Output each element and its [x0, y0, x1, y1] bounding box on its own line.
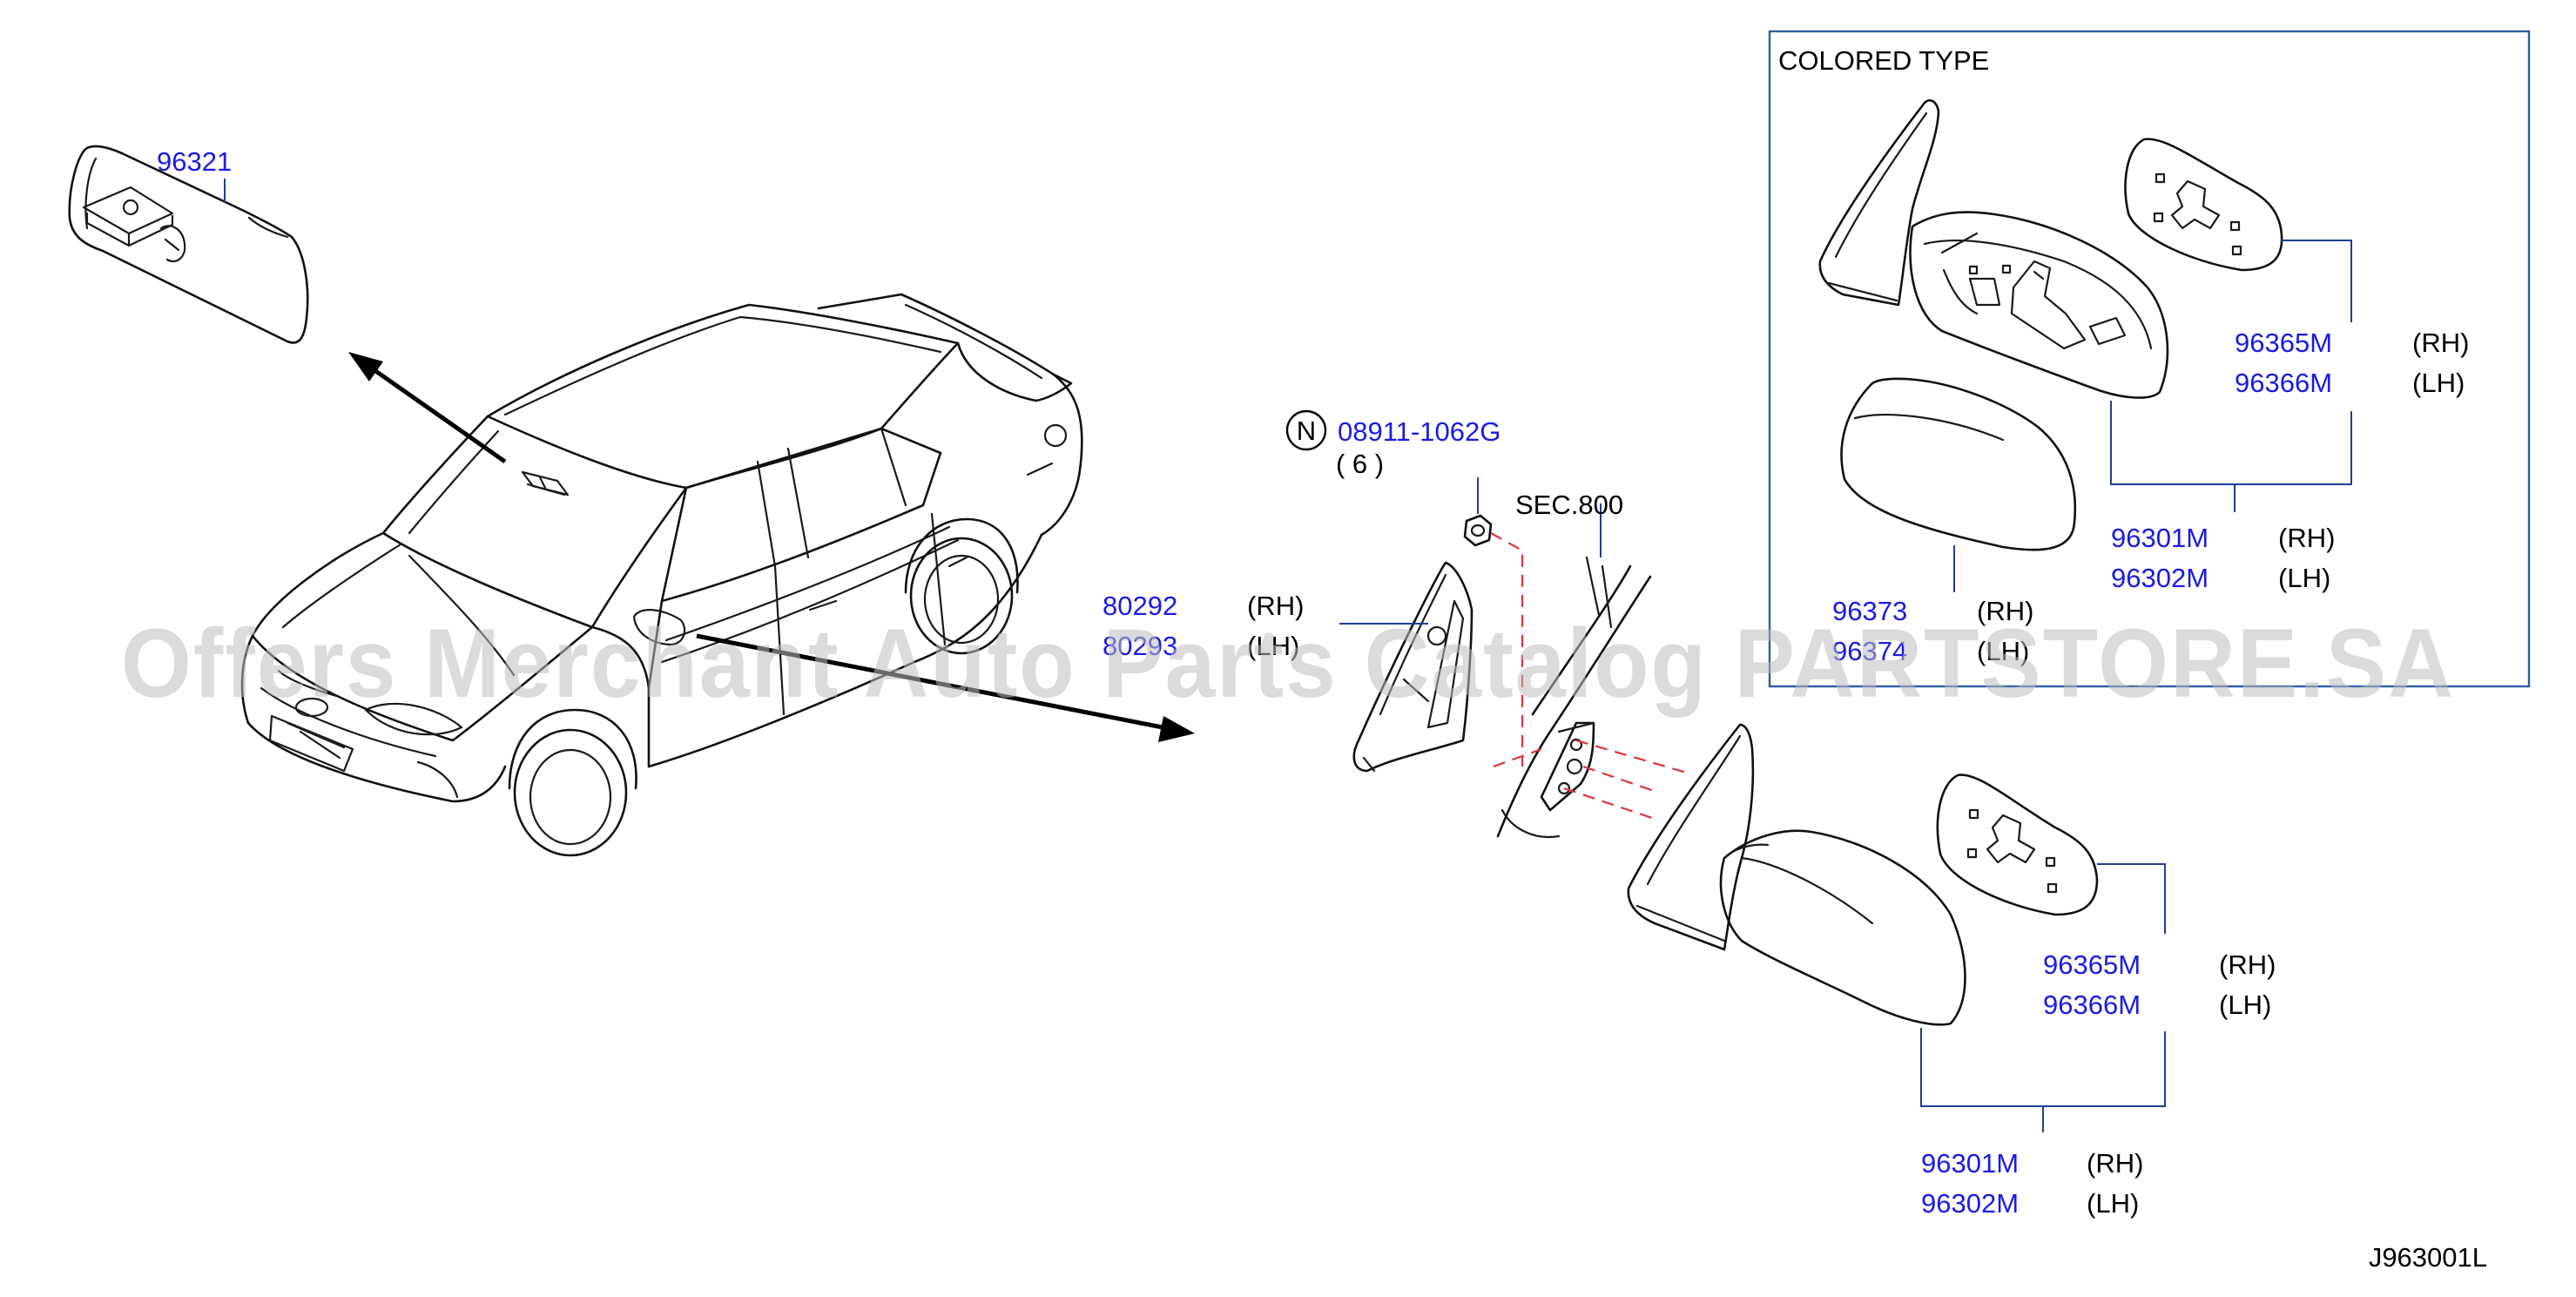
- colored-cover-drawing: [1840, 377, 2077, 551]
- colored-glass-rh-number[interactable]: 96365M: [2235, 328, 2332, 358]
- colored-mirror-drawing: [1818, 99, 2169, 399]
- n-symbol-circle: [1285, 409, 1327, 451]
- inside-mirror-number[interactable]: 96321: [157, 146, 232, 177]
- cover-lh-side: (LH): [1977, 636, 2029, 666]
- std-glass-rh-side: (RH): [2219, 949, 2276, 980]
- watermark: Offers Merchant Auto Parts Catalog PARTS…: [121, 609, 2455, 718]
- cover-rh-side: (RH): [1977, 596, 2033, 626]
- inside-mirror-drawing: [68, 145, 309, 344]
- car-drawing: [240, 293, 1083, 857]
- std-mirror-lh-number[interactable]: 96302M: [1921, 1188, 2019, 1219]
- door-mirror-glass-drawing: [1936, 773, 2099, 916]
- finisher-rh-number[interactable]: 80292: [1103, 591, 1177, 621]
- colored-mirror-lh-number[interactable]: 96302M: [2111, 563, 2208, 593]
- nut-drawing: [1463, 514, 1493, 547]
- assembly-dashed-lines: [1490, 532, 1690, 821]
- pillar-drawing: [1496, 556, 1652, 839]
- finisher-drawing: [1352, 561, 1473, 773]
- arrow-to-door-mirror: [696, 633, 1195, 742]
- cover-rh-number[interactable]: 96373: [1832, 596, 1907, 626]
- std-mirror-bracket: [1920, 1028, 2166, 1107]
- nut-number[interactable]: 08911-1062G: [1338, 416, 1500, 447]
- colored-glass-rh-side: (RH): [2412, 328, 2469, 358]
- std-glass-leader: [2097, 863, 2166, 934]
- section-reference[interactable]: SEC.800: [1515, 490, 1623, 520]
- std-mirror-rh-side: (RH): [2087, 1148, 2143, 1179]
- colored-mirror-rh-number[interactable]: 96301M: [2111, 523, 2208, 553]
- colored-type-frame: [1768, 30, 2531, 688]
- colored-glass-drawing: [2124, 138, 2283, 272]
- std-mirror-rh-number[interactable]: 96301M: [1921, 1148, 2019, 1179]
- diagram-code: J963001L: [2369, 1242, 2487, 1273]
- colored-glass-lh-side: (LH): [2412, 368, 2465, 398]
- nut-symbol: N: [1297, 415, 1316, 446]
- finisher-lh-side: (LH): [1247, 631, 1299, 661]
- colored-mirror-lh-side: (LH): [2278, 563, 2330, 593]
- colored-glass-lh-number[interactable]: 96366M: [2235, 368, 2332, 398]
- std-glass-lh-side: (LH): [2219, 990, 2271, 1020]
- colored-mirror-rh-side: (RH): [2278, 523, 2335, 553]
- colored-mirror-bracket: [2110, 401, 2352, 485]
- arrow-to-inside-mirror: [348, 352, 507, 464]
- std-glass-lh-number[interactable]: 96366M: [2043, 990, 2141, 1020]
- finisher-rh-side: (RH): [1247, 591, 1304, 621]
- door-mirror-drawing: [1627, 723, 1966, 1026]
- colored-glass-leader: [2282, 240, 2352, 322]
- nut-qty: ( 6 ): [1336, 449, 1384, 479]
- std-glass-rh-number[interactable]: 96365M: [2043, 949, 2141, 980]
- finisher-lh-number[interactable]: 80293: [1103, 631, 1177, 661]
- std-mirror-lh-side: (LH): [2087, 1188, 2139, 1219]
- cover-lh-number[interactable]: 96374: [1832, 636, 1907, 666]
- colored-type-title: COLORED TYPE: [1778, 45, 1989, 76]
